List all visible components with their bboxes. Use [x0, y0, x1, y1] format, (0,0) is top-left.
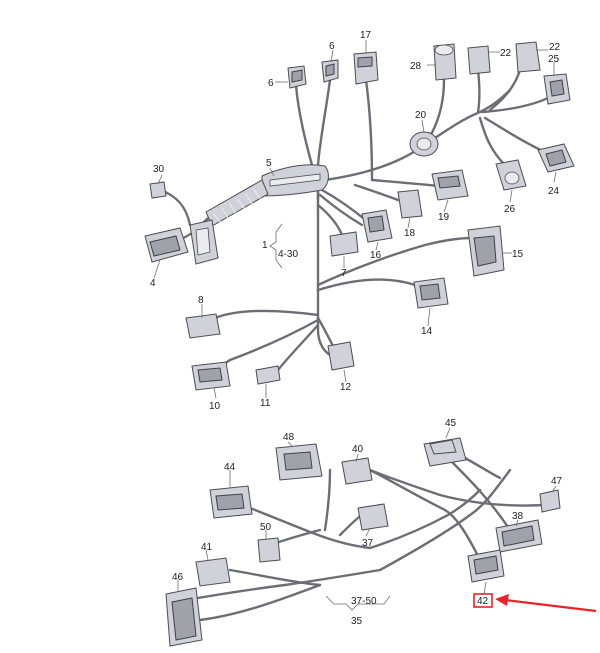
connector-7[interactable]	[329, 231, 359, 257]
label-40: 40	[352, 444, 364, 455]
label-46: 46	[172, 572, 184, 583]
connector-6-right[interactable]	[321, 59, 339, 83]
label-28: 28	[410, 61, 422, 72]
connector-48[interactable]	[275, 443, 323, 481]
label-20: 20	[415, 110, 427, 121]
connector-15[interactable]	[467, 225, 505, 277]
label-6-right: 6	[329, 41, 335, 52]
label-22-right: 22	[549, 42, 561, 53]
label-48: 48	[283, 432, 295, 443]
label-38: 38	[512, 511, 524, 522]
label-19: 19	[438, 212, 450, 223]
label-24: 24	[548, 186, 560, 197]
group-brace-upper	[269, 223, 283, 269]
label-37: 37	[362, 538, 374, 549]
connector-12[interactable]	[327, 341, 355, 371]
label-10: 10	[209, 401, 221, 412]
label-25: 25	[548, 54, 560, 65]
label-37-50: 37-50	[351, 596, 377, 607]
label-15: 15	[512, 249, 524, 260]
connector-14[interactable]	[413, 277, 449, 309]
label-4: 4	[150, 278, 156, 289]
leader-lines	[153, 40, 557, 595]
label-4-30: 4-30	[278, 249, 298, 260]
connector-22-right[interactable]	[515, 41, 541, 73]
label-5: 5	[266, 158, 272, 169]
connector-40[interactable]	[341, 457, 373, 485]
label-18: 18	[404, 228, 416, 239]
connector-25[interactable]	[543, 73, 571, 105]
label-26: 26	[504, 204, 516, 215]
connector-6-left[interactable]	[287, 65, 307, 89]
connector-4[interactable]	[144, 227, 189, 263]
group-brace-lower	[325, 595, 391, 611]
label-14: 14	[421, 326, 433, 337]
label-17: 17	[360, 30, 372, 41]
connector-8[interactable]	[185, 313, 221, 339]
label-50: 50	[260, 522, 272, 533]
label-41: 41	[201, 542, 213, 553]
connector-30[interactable]	[149, 181, 167, 199]
connector-19[interactable]	[431, 169, 469, 201]
corrugated-tube	[205, 179, 269, 227]
pointer-arrow	[504, 598, 597, 613]
connector-37[interactable]	[357, 503, 389, 531]
upper-harness-parts	[144, 41, 575, 391]
grommet	[189, 219, 219, 265]
connector-22-left[interactable]	[467, 45, 491, 75]
label-7: 7	[341, 268, 347, 279]
label-11: 11	[260, 398, 271, 409]
connector-11[interactable]	[255, 365, 281, 385]
label-35: 35	[351, 616, 363, 627]
label-1: 1	[262, 240, 268, 251]
highlight-marker	[473, 593, 597, 613]
arrow-head-icon	[495, 594, 509, 606]
grommet-ring-20[interactable]	[409, 131, 439, 157]
label-45: 45	[445, 418, 457, 429]
connector-10[interactable]	[191, 361, 231, 391]
label-44: 44	[224, 462, 236, 473]
label-22-left: 22	[500, 48, 512, 59]
label-42[interactable]: 42	[477, 596, 489, 607]
connector-42[interactable]	[467, 549, 505, 583]
connector-44[interactable]	[209, 485, 253, 519]
harness-sleeve-5[interactable]	[261, 164, 329, 197]
connector-16[interactable]	[361, 209, 393, 243]
connector-24[interactable]	[537, 143, 575, 173]
connector-18[interactable]	[397, 189, 423, 219]
connector-26[interactable]	[495, 159, 527, 191]
lower-harness-parts	[165, 437, 561, 647]
connector-17[interactable]	[353, 51, 379, 85]
connector-28[interactable]	[433, 43, 457, 81]
connector-41[interactable]	[195, 557, 231, 587]
connector-38[interactable]	[495, 519, 543, 553]
highlight-box-42	[473, 593, 493, 608]
connector-45[interactable]	[423, 437, 467, 467]
part-labels: 1 4-30 4 5 6 6 7 8 10 11 12 14 15 16 17 …	[150, 30, 563, 627]
connector-50[interactable]	[257, 537, 281, 563]
label-8: 8	[198, 295, 204, 306]
label-16: 16	[370, 250, 382, 261]
upper-harness-wires	[158, 68, 554, 372]
connector-46[interactable]	[165, 587, 203, 647]
label-30: 30	[153, 164, 165, 175]
connector-47[interactable]	[539, 489, 561, 513]
label-47: 47	[551, 476, 563, 487]
label-6-left: 6	[268, 78, 274, 89]
label-12: 12	[340, 382, 352, 393]
